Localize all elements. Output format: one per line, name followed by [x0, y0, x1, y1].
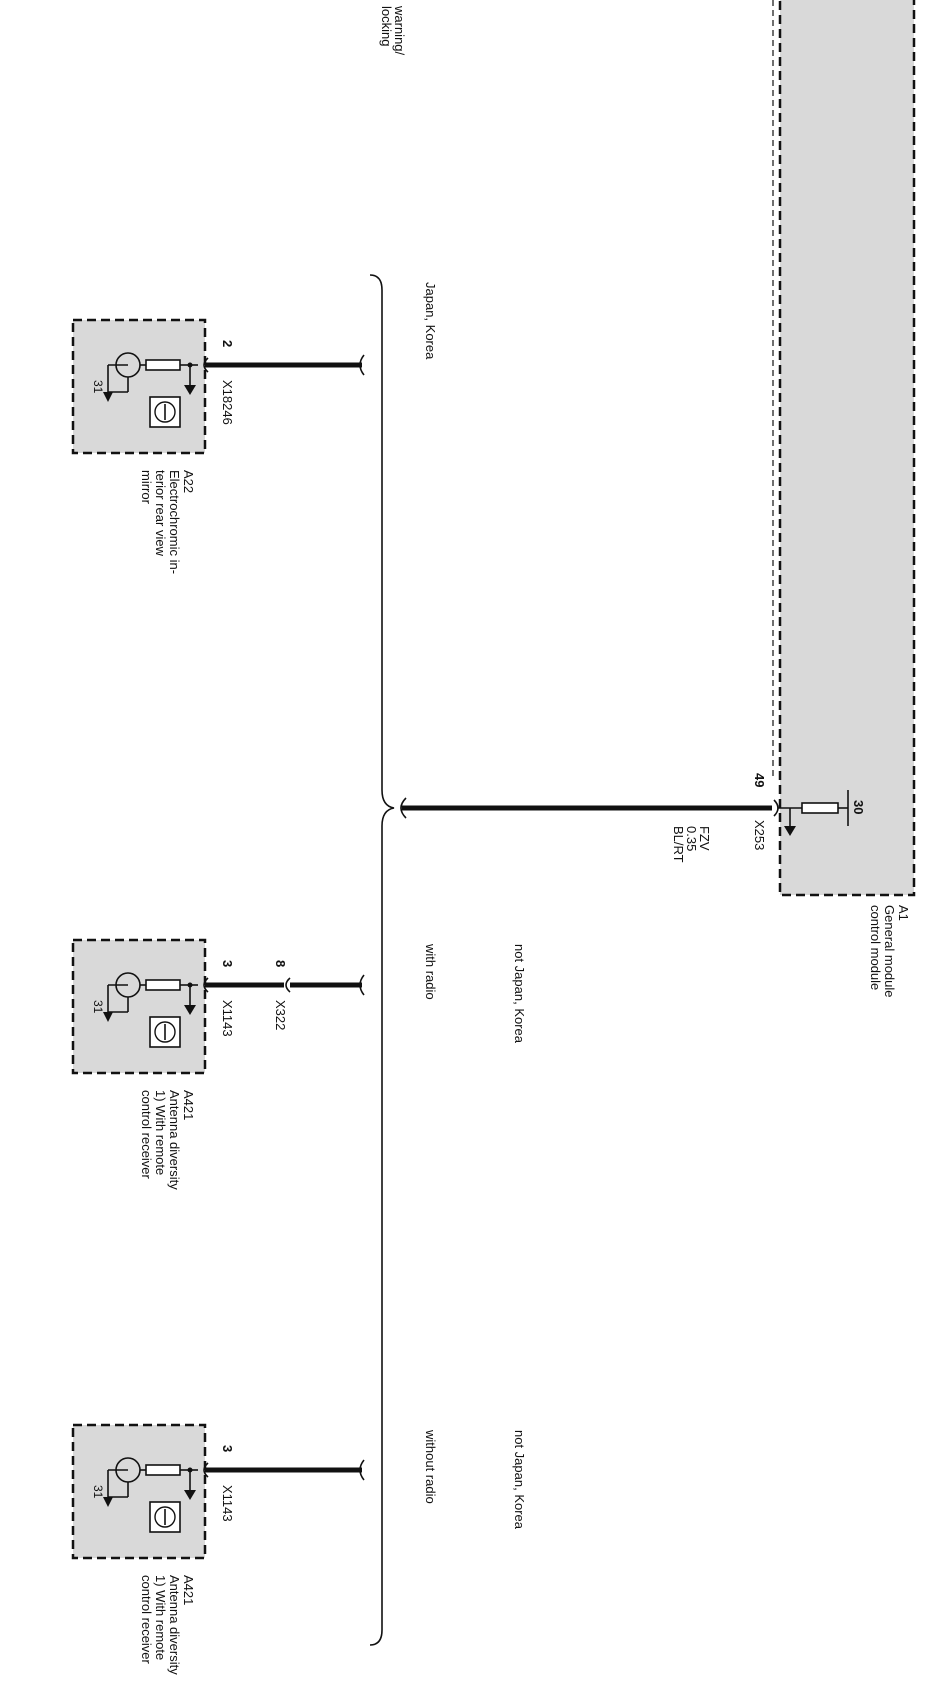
- a421-radio-id: A421: [181, 1090, 196, 1120]
- top-note: warning/ locking: [379, 5, 407, 56]
- a421-radio-ground-label: 31: [91, 1000, 105, 1014]
- a22-resistor-icon: [145, 359, 181, 371]
- a421-radio-connector-icon: [203, 977, 209, 993]
- a1-name-line-2: control module: [868, 905, 883, 990]
- component-a22: 2 X18246 31 A22 Electrochromic in- terio…: [71, 318, 365, 574]
- top-note-line-2: locking: [379, 6, 394, 46]
- a421-radio-desc-line-3: control receiver: [139, 1090, 154, 1180]
- wire-spec-line-3: BL/RT: [671, 826, 686, 863]
- branch-japan-condition: Japan, Korea: [423, 282, 438, 360]
- a421-radio-pin-label: 3: [220, 960, 235, 967]
- a1-terminal-label: 30: [851, 800, 866, 814]
- a421-noradio-arrow-icon: [184, 1490, 196, 1500]
- component-a421-radio: 8 X322 3 X1143 31 A421 Antenna diversity…: [71, 938, 365, 1190]
- a421-radio-inline-connector: X322: [273, 1000, 288, 1030]
- a421-radio-arrow-icon: [184, 1005, 196, 1015]
- a22-desc: A22 Electrochromic in- terior rear view …: [139, 470, 196, 574]
- top-note-line-1: warning/: [392, 5, 407, 56]
- a421-noradio-pin-label: 3: [220, 1445, 235, 1452]
- a1-resistor-icon: [801, 802, 839, 814]
- a1-name-line-1: General module: [882, 905, 897, 998]
- a421-noradio-desc: A421 Antenna diversity 1) With remote co…: [139, 1575, 196, 1675]
- a421-radio-connector-label: X1143: [220, 1000, 235, 1037]
- a421-radio-ground-icon: [103, 1012, 113, 1022]
- a421-noradio-sensor-icon: [154, 1506, 176, 1528]
- a1-name-block: A1 General module control module: [868, 905, 911, 998]
- a22-box: [71, 318, 207, 455]
- branch-noradio-region: not Japan, Korea: [512, 1430, 527, 1530]
- a421-noradio-desc-line-3: control receiver: [139, 1575, 154, 1665]
- branch-noradio-condition: without radio: [423, 1429, 438, 1504]
- a421-noradio-ground-icon: [103, 1497, 113, 1507]
- a421-noradio-id: A421: [181, 1575, 196, 1605]
- a1-pin-label: 49: [752, 773, 767, 787]
- a421-noradio-box: [71, 1423, 207, 1560]
- a22-desc-line-2: terior rear view: [153, 470, 168, 557]
- x322-connector-icon: [285, 977, 291, 993]
- a421-radio-sensor-icon: [154, 1021, 176, 1043]
- a421-noradio-ground-label: 31: [91, 1485, 105, 1499]
- main-wire-end-icon: [400, 797, 407, 819]
- a22-ground-label: 31: [91, 380, 105, 394]
- a22-connector-icon: [203, 357, 209, 373]
- wire-spec-line-1: FZV: [697, 826, 712, 851]
- a22-connector-label: X18246: [220, 380, 235, 425]
- a22-id: A22: [181, 470, 196, 493]
- a22-arrow-icon: [184, 385, 196, 395]
- a421-noradio-desc-line-2: 1) With remote: [153, 1575, 168, 1660]
- a22-wire-end-icon: [359, 354, 365, 376]
- a421-noradio-resistor-icon: [145, 1464, 181, 1476]
- a1-id: A1: [896, 905, 911, 921]
- a22-desc-line-3: mirror: [139, 470, 154, 505]
- a22-sensor-icon: [154, 401, 176, 423]
- a421-noradio-connector-icon: [203, 1462, 209, 1478]
- branch-radio-region: not Japan, Korea: [512, 944, 527, 1044]
- a421-radio-box: [71, 938, 207, 1075]
- wire-spec: FZV 0.35 BL/RT: [671, 826, 712, 863]
- a22-pin-label: 2: [220, 340, 235, 347]
- module-a1-box: [778, 0, 916, 897]
- variant-bracket: [369, 274, 395, 1646]
- a421-radio-wire-end-icon: [359, 974, 365, 996]
- component-a421-noradio: 3 X1143 31 A421 Antenna diversity 1) Wit…: [71, 1423, 365, 1675]
- x253-connector-icon: [773, 799, 779, 817]
- branch-radio-condition: with radio: [423, 943, 438, 1000]
- a421-noradio-desc-line-1: Antenna diversity: [167, 1575, 182, 1675]
- a22-desc-line-1: Electrochromic in-: [167, 470, 182, 574]
- a421-radio-desc-line-1: Antenna diversity: [167, 1090, 182, 1190]
- a421-noradio-connector-label: X1143: [220, 1485, 235, 1522]
- a421-radio-desc: A421 Antenna diversity 1) With remote co…: [139, 1090, 196, 1190]
- a421-radio-inline-pin: 8: [273, 960, 288, 967]
- module-a1: 30 49 X253 A1 General module control mod…: [752, 0, 916, 998]
- a421-noradio-wire-end-icon: [359, 1459, 365, 1481]
- a22-ground-icon: [103, 392, 113, 402]
- a421-radio-desc-line-2: 1) With remote: [153, 1090, 168, 1175]
- a1-arrow-icon: [784, 826, 796, 836]
- wire-spec-line-2: 0.35: [684, 826, 699, 851]
- a1-connector-label: X253: [752, 820, 767, 850]
- a421-radio-resistor-icon: [145, 979, 181, 991]
